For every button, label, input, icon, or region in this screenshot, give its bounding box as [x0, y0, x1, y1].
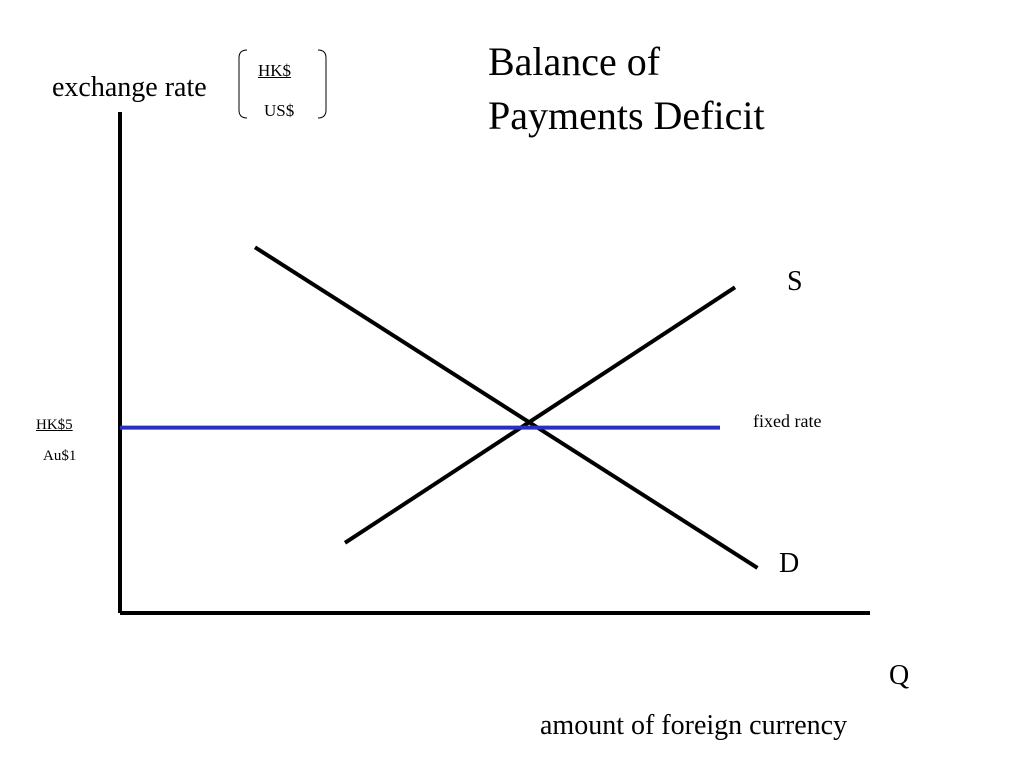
chart-title-line-1: Balance of [488, 39, 661, 84]
y-axis-label: exchange rate [52, 72, 207, 103]
chart-title-line-2: Payments Deficit [488, 93, 765, 138]
fixed-rate-label: fixed rate [753, 411, 822, 431]
y-tick-numerator: HK$5 [36, 417, 73, 433]
unit-bracket-right [317, 49, 327, 119]
y-axis-unit-denominator: US$ [264, 101, 295, 120]
supply-curve-label: S [787, 266, 803, 297]
y-tick-denominator: Au$1 [43, 448, 77, 464]
unit-bracket-left [238, 49, 248, 119]
demand-curve [253, 245, 759, 570]
y-axis-unit-numerator: HK$ [258, 61, 292, 80]
x-axis-symbol: Q [889, 660, 910, 691]
x-axis-label: amount of foreign currency [540, 710, 848, 741]
supply-curve [343, 285, 737, 545]
demand-curve-label: D [779, 548, 800, 579]
